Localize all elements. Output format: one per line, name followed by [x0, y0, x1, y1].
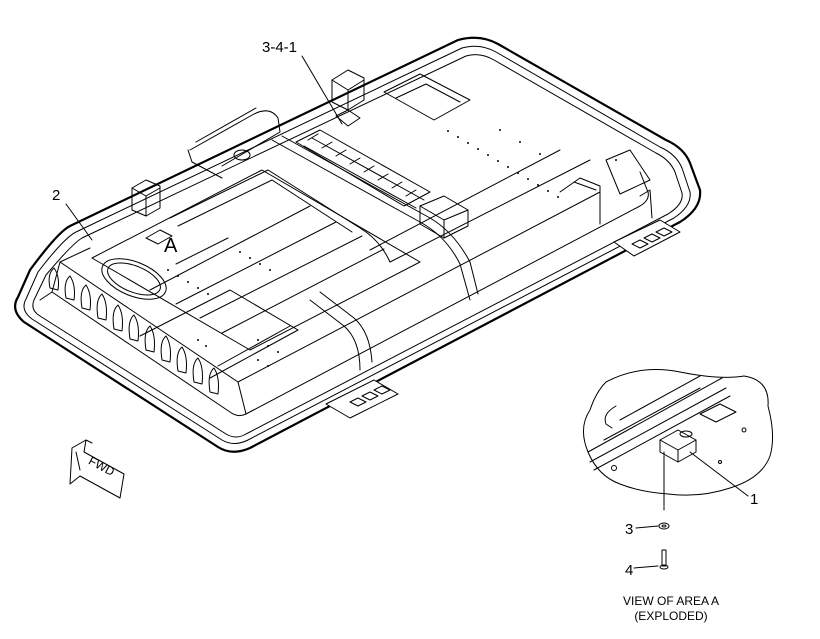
surface-fastener-dots	[167, 129, 617, 367]
mounting-bracket-left	[131, 179, 161, 217]
channel-ribs	[169, 135, 591, 371]
fwd-direction-arrow: FWD	[69, 439, 125, 499]
area-a-label: A	[164, 235, 178, 257]
detail-view-area-a	[583, 369, 774, 570]
callout-leaders	[65, 55, 343, 241]
callout-1: 1	[750, 491, 758, 508]
roof-panel-outer-seal	[13, 36, 702, 453]
area-a-marker	[145, 229, 173, 245]
right-end-recess	[383, 73, 651, 225]
vent-cutout-grid	[295, 129, 431, 209]
top-raised-panels	[91, 169, 421, 379]
callout-3: 3	[625, 521, 633, 538]
center-block	[419, 195, 469, 239]
mounting-bracket-bottom	[325, 379, 399, 419]
mounting-bracket-right	[613, 189, 681, 257]
lift-handle	[187, 107, 281, 179]
callout-2: 2	[52, 187, 60, 204]
view-caption-line2: (EXPLODED)	[634, 609, 707, 623]
view-caption-line1: VIEW OF AREA A	[623, 594, 719, 608]
mounting-bracket-top	[331, 69, 365, 127]
roof-panel-body	[39, 171, 649, 417]
callout-4: 4	[625, 562, 633, 579]
oval-hatch	[101, 258, 167, 300]
end-grille-slots	[48, 267, 219, 395]
callout-3-4-1: 3-4-1	[262, 39, 297, 56]
